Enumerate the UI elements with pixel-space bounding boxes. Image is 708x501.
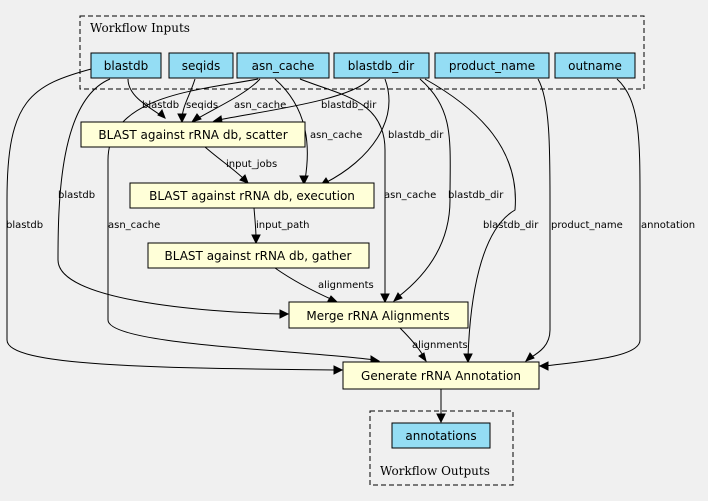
edge-label: blastdb xyxy=(58,190,95,201)
node-generate-annotation[interactable]: Generate rRNA Annotation xyxy=(342,361,540,390)
edge-asn-merge xyxy=(299,78,386,297)
workflow-inputs-cluster: Workflow Inputs xyxy=(79,15,645,90)
edge-label: annotation xyxy=(641,220,695,231)
edge-blastdb-merge xyxy=(57,78,283,315)
node-label: annotations xyxy=(405,429,476,443)
node-label: BLAST against rRNA db, execution xyxy=(149,189,355,203)
edge-label: blastdb xyxy=(6,220,43,231)
edge-label: asn_cache xyxy=(234,100,286,111)
edge-dir-merge xyxy=(397,78,451,298)
node-seqids[interactable]: seqids xyxy=(168,52,234,79)
edge-blastdb-scatter xyxy=(127,78,166,119)
node-label: asn_cache xyxy=(252,59,315,73)
edge-label: alignments xyxy=(412,340,468,351)
edge-outname-generate xyxy=(543,78,641,367)
edge-labels: blastdb seqids asn_cache blastdb_dir asn… xyxy=(6,100,695,351)
node-blast-execution[interactable]: BLAST against rRNA db, execution xyxy=(129,182,375,209)
edge-label: alignments xyxy=(318,280,374,291)
node-outname[interactable]: outname xyxy=(554,52,636,79)
node-merge-alignments[interactable]: Merge rRNA Alignments xyxy=(288,301,469,329)
node-label: blastdb xyxy=(104,59,149,73)
edge-label: input_jobs xyxy=(226,159,277,170)
node-blast-gather[interactable]: BLAST against rRNA db, gather xyxy=(147,242,370,269)
edge-seqids-scatter xyxy=(181,78,196,119)
edge-product-generate xyxy=(529,78,551,359)
node-product-name[interactable]: product_name xyxy=(434,52,550,79)
node-label: BLAST against rRNA db, scatter xyxy=(98,128,287,142)
edge-label: asn_cache xyxy=(108,220,160,231)
node-blast-scatter[interactable]: BLAST against rRNA db, scatter xyxy=(80,121,306,148)
edge-dir-scatter xyxy=(217,78,371,121)
node-label: Generate rRNA Annotation xyxy=(361,369,521,383)
node-blastdb[interactable]: blastdb xyxy=(90,52,162,79)
edge-asn-scatter xyxy=(194,78,261,121)
edge-dir-generate xyxy=(424,78,516,358)
node-label: Merge rRNA Alignments xyxy=(306,309,449,323)
workflow-outputs-cluster: Workflow Outputs xyxy=(369,410,514,486)
edge-label: asn_cache xyxy=(310,130,362,141)
step-nodes: BLAST against rRNA db, scatter BLAST aga… xyxy=(80,121,540,390)
node-label: blastdb_dir xyxy=(348,59,414,73)
node-blastdb-dir[interactable]: blastdb_dir xyxy=(333,52,430,79)
node-asn-cache[interactable]: asn_cache xyxy=(236,52,330,79)
edge-gather-merge xyxy=(274,267,334,301)
node-label: product_name xyxy=(449,59,535,73)
edge-dir-exec xyxy=(324,78,390,184)
workflow-inputs-title: Workflow Inputs xyxy=(90,21,190,35)
node-label: seqids xyxy=(182,59,220,73)
edge-blastdb-generate xyxy=(6,67,337,371)
edge-label: blastdb_dir xyxy=(321,100,377,111)
input-nodes: blastdb seqids asn_cache blastdb_dir pro… xyxy=(90,52,636,79)
edge-label: blastdb_dir xyxy=(448,190,504,201)
workflow-outputs-title: Workflow Outputs xyxy=(380,464,490,478)
edge-label: blastdb_dir xyxy=(483,220,539,231)
node-annotations[interactable]: annotations xyxy=(391,422,491,449)
edge-label: blastdb xyxy=(142,100,179,111)
edge-asn-generate xyxy=(107,78,376,361)
edge-label: blastdb_dir xyxy=(388,130,444,141)
edge-label: asn_cache xyxy=(384,190,436,201)
edge-label: seqids xyxy=(186,100,218,111)
edge-label: product_name xyxy=(551,220,623,231)
node-label: outname xyxy=(568,59,622,73)
edge-label: input_path xyxy=(256,220,309,231)
node-label: BLAST against rRNA db, gather xyxy=(165,249,352,263)
